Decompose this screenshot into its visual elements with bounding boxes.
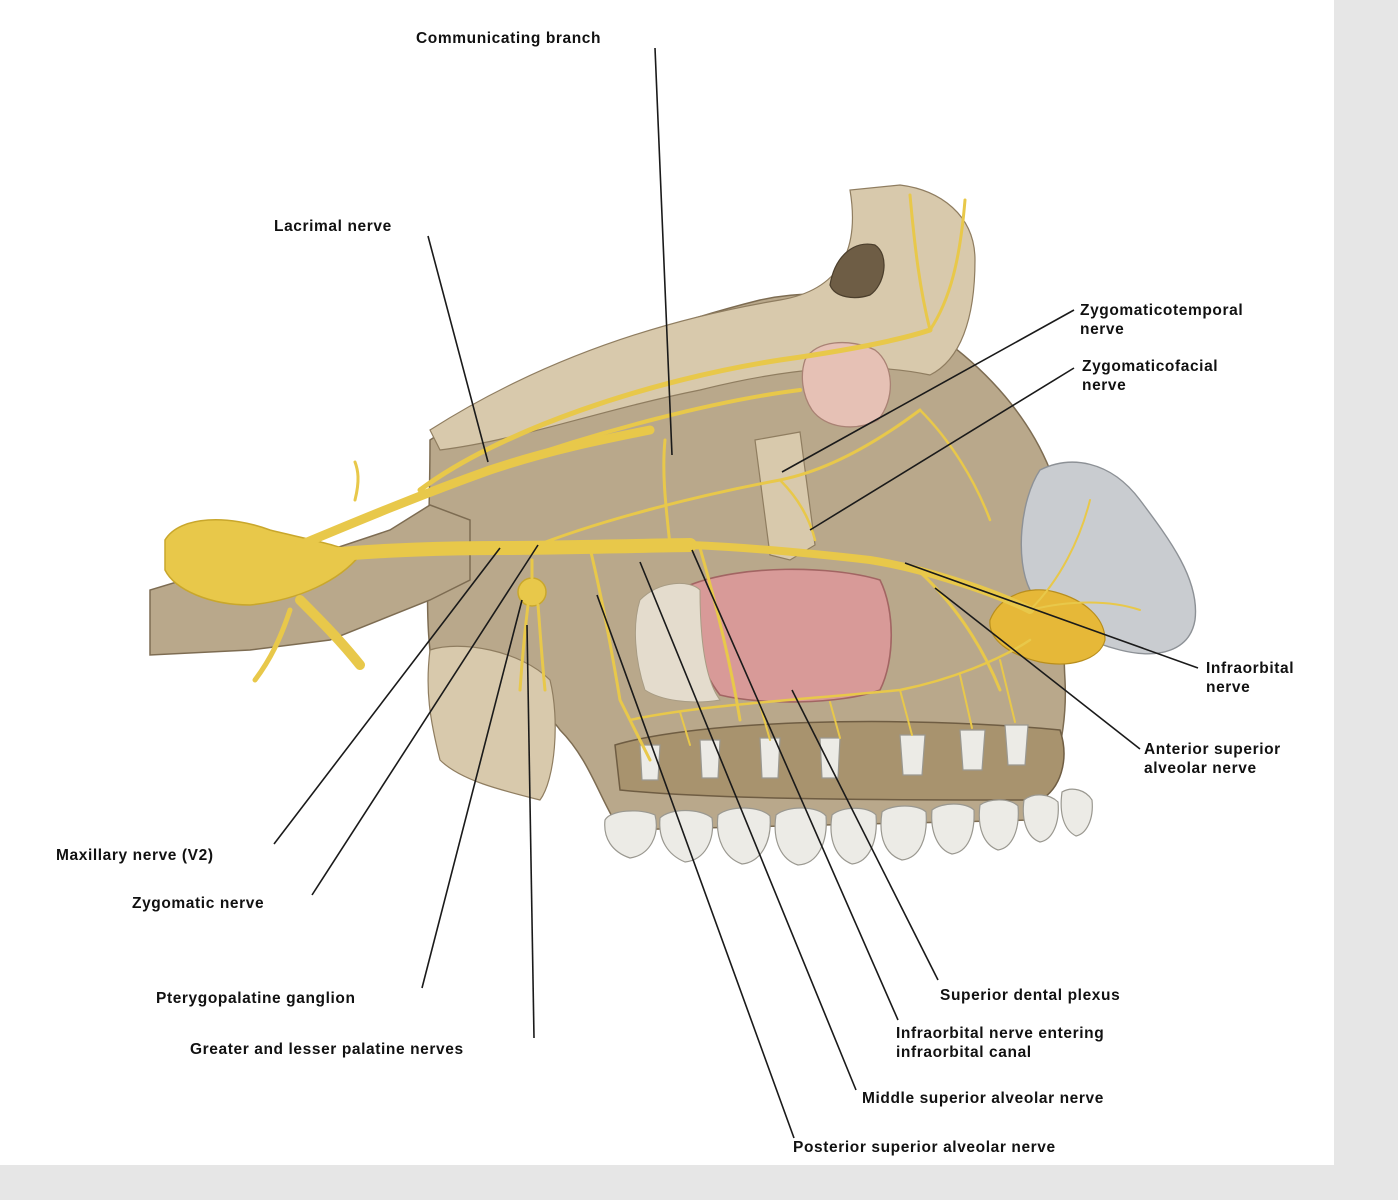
- leader-infraorbital: [904, 562, 1199, 669]
- label-anterior-superior-line2: alveolar nerve: [1144, 760, 1257, 777]
- label-posterior-superior-alveolar: Posterior superior alveolar nerve: [793, 1139, 1056, 1156]
- leader-zygomatic: [311, 544, 539, 896]
- leader-dental-plexus: [791, 689, 939, 981]
- nerve-paths: [164, 193, 1141, 762]
- skull-illustration: [149, 184, 1197, 866]
- leader-pterygopalatine: [421, 599, 523, 989]
- leader-lines: [273, 47, 1199, 1139]
- leader-lacrimal-nerve: [427, 235, 489, 463]
- frontal-sinus: [829, 243, 885, 299]
- label-pterygopalatine-ganglion: Pterygopalatine ganglion: [156, 990, 356, 1007]
- label-zygomaticotemporal-line1: Zygomaticotemporal: [1080, 302, 1243, 319]
- label-infraorbital-entering-line2: infraorbital canal: [896, 1044, 1032, 1061]
- label-anterior-superior-line1: Anterior superior: [1144, 741, 1281, 758]
- teeth-row: [604, 724, 1093, 866]
- label-infraorbital-line2: nerve: [1206, 679, 1250, 696]
- label-zygomaticofacial-line1: Zygomaticofacial: [1082, 358, 1218, 375]
- label-superior-dental-plexus: Superior dental plexus: [940, 987, 1120, 1004]
- leader-anterior-superior: [934, 587, 1141, 750]
- label-communicating-branch: Communicating branch: [416, 30, 601, 47]
- leader-zygomaticofacial: [809, 367, 1075, 531]
- leader-communicating-branch: [654, 47, 673, 456]
- label-middle-superior-alveolar: Middle superior alveolar nerve: [862, 1090, 1104, 1107]
- leader-maxillary: [273, 547, 501, 845]
- label-lacrimal-nerve: Lacrimal nerve: [274, 218, 392, 235]
- orbital-roof: [429, 184, 976, 451]
- label-infraorbital-entering-line1: Infraorbital nerve entering: [896, 1025, 1104, 1042]
- pterygoid-plate: [427, 645, 556, 801]
- leader-palatine: [526, 624, 535, 1039]
- label-infraorbital-line1: Infraorbital: [1206, 660, 1294, 677]
- label-palatine-nerves: Greater and lesser palatine nerves: [190, 1041, 464, 1058]
- label-zygomaticofacial-line2: nerve: [1082, 377, 1126, 394]
- maxillary-sinus: [689, 568, 892, 703]
- leader-middle-superior: [639, 561, 857, 1091]
- leader-zygomaticotemporal: [781, 309, 1075, 473]
- sinus-wall: [634, 582, 721, 703]
- labels: Communicating branch Lacrimal nerve Zygo…: [56, 30, 1294, 1156]
- leader-infraorbital-entering: [691, 549, 899, 1021]
- label-zygomatic-nerve: Zygomatic nerve: [132, 895, 264, 912]
- leader-posterior-superior: [596, 594, 795, 1139]
- label-zygomaticotemporal-line2: nerve: [1080, 321, 1124, 338]
- label-maxillary-nerve: Maxillary nerve (V2): [56, 847, 214, 864]
